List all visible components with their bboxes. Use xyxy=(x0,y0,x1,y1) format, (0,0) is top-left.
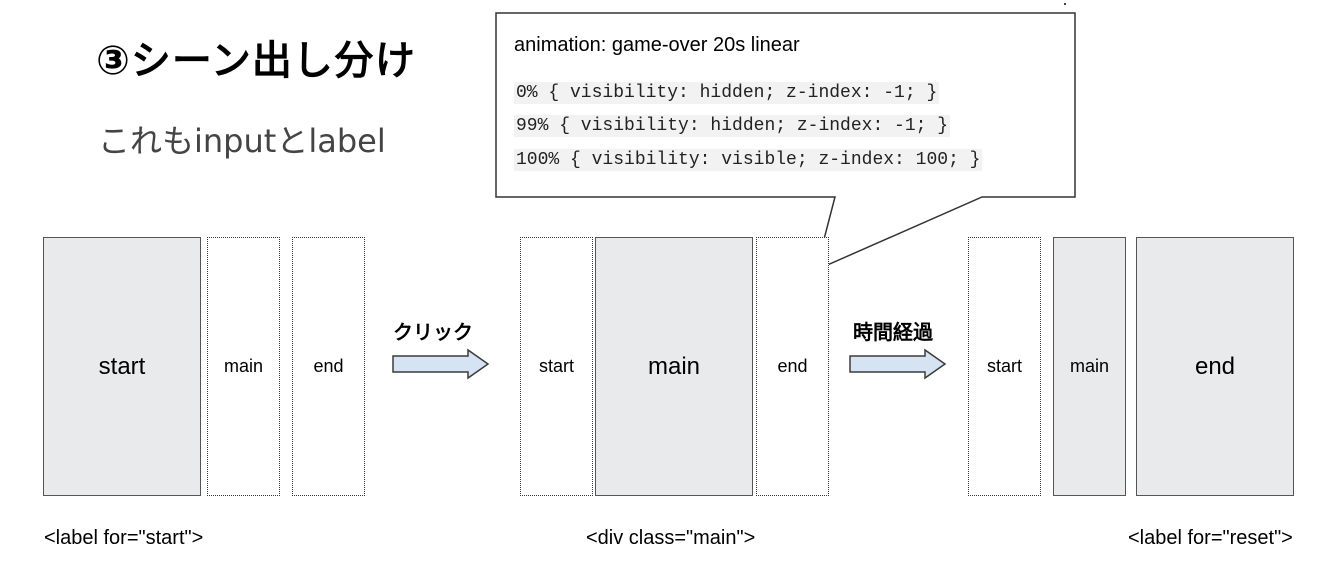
state1-start-box: start xyxy=(43,237,201,496)
code-line-2: 99% { visibility: hidden; z-index: -1; } xyxy=(514,115,951,137)
caption-div-main: <div class="main"> xyxy=(586,527,756,549)
state2-end-box: end xyxy=(756,237,829,496)
box-label: main xyxy=(647,352,701,380)
state1-end-box: end xyxy=(292,237,365,496)
right-arrow-icon xyxy=(849,348,947,380)
box-label: main xyxy=(223,356,263,376)
right-arrow-icon xyxy=(392,348,490,380)
box-label: end xyxy=(313,356,344,376)
caption-label-reset: <label for="reset"> xyxy=(1128,527,1293,549)
slide-title: ③シーン出し分け xyxy=(96,38,416,84)
box-label: end xyxy=(777,356,808,376)
box-label: start xyxy=(986,356,1022,376)
state3-start-box: start xyxy=(968,237,1041,496)
transition-click-label: クリック xyxy=(393,320,473,344)
state2-main-box: main xyxy=(595,237,753,496)
stray-dot xyxy=(1064,3,1066,5)
state1-main-box: main xyxy=(207,237,280,496)
state3-end-box: end xyxy=(1136,237,1294,496)
box-label: start xyxy=(98,352,146,380)
caption-label-start: <label for="start"> xyxy=(44,527,204,549)
slide-subtitle: これもinputとlabel xyxy=(98,122,386,160)
code-line-1: 0% { visibility: hidden; z-index: -1; } xyxy=(514,82,940,104)
box-label: start xyxy=(538,356,574,376)
transition-time-label: 時間経過 xyxy=(853,320,933,344)
code-line-3: 100% { visibility: visible; z-index: 100… xyxy=(514,149,983,171)
box-label: main xyxy=(1069,356,1109,376)
state2-start-box: start xyxy=(520,237,593,496)
state3-main-box: main xyxy=(1053,237,1126,496)
callout-title: animation: game-over 20s linear xyxy=(514,34,800,56)
box-label: end xyxy=(1194,352,1236,380)
